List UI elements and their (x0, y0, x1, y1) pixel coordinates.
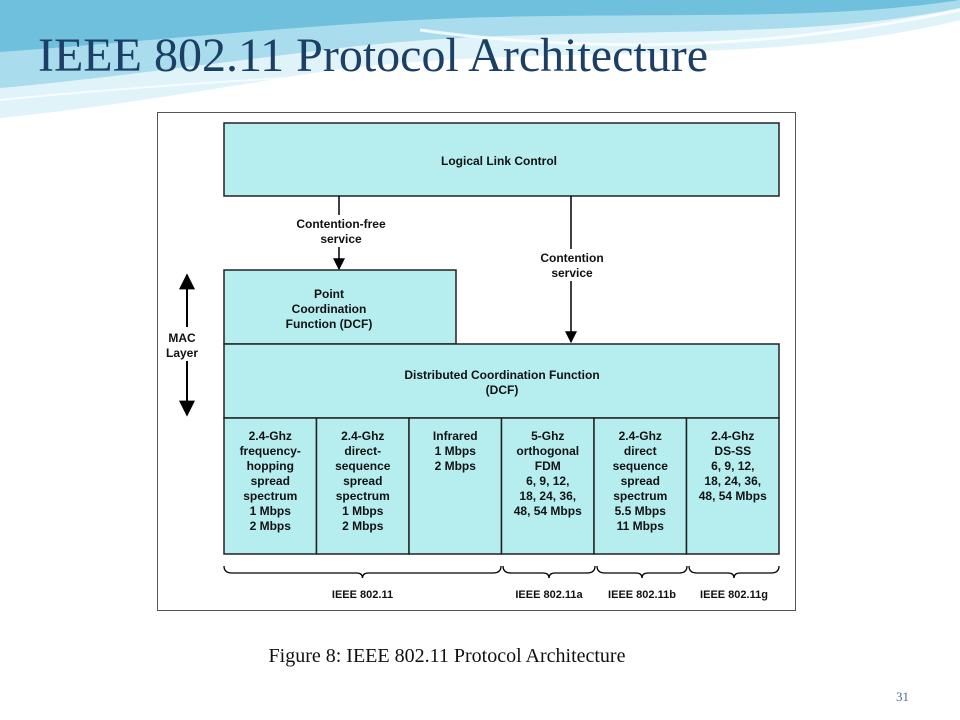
label-line: 48, 54 Mbps (514, 504, 582, 518)
label-line: orthogonal (516, 444, 579, 458)
standard-brace (223, 565, 502, 579)
phy-box (315, 417, 410, 555)
label-line: direct- (344, 444, 381, 458)
phy-box (408, 417, 503, 555)
phy-box (593, 417, 688, 555)
label-line: spread (621, 474, 660, 488)
standard-brace (596, 565, 688, 579)
label-line: Coordination (292, 302, 367, 316)
standards-braces: IEEE 802.11 IEEE 802.11a IEEE 802.11b IEEE … (223, 565, 780, 601)
label-line: Infrared (433, 429, 478, 443)
header-wave-decoration (0, 0, 960, 118)
llc-box (223, 122, 780, 197)
standard-label: IEEE 802.11 (332, 589, 393, 601)
label-line: 11 Mbps (617, 519, 665, 533)
label-line: hopping (247, 459, 294, 473)
label-line: 18, 24, 36, (519, 489, 576, 503)
label-line: 48, 54 Mbps (699, 489, 767, 503)
label-line: sequence (335, 459, 391, 473)
label-line: 6, 9, 12, (526, 474, 569, 488)
llc-label: Logical Link Control (441, 154, 557, 168)
figure-caption: Figure 8: IEEE 802.11 Protocol Architect… (0, 645, 960, 668)
label-line: frequency- (240, 444, 301, 458)
label-line: 1 Mbps (435, 444, 477, 458)
phy-box (685, 417, 780, 555)
label-line: spread (343, 474, 382, 488)
label-line: 2.4-Ghz (711, 429, 754, 443)
label-line: Contention (540, 251, 603, 265)
page-number: 31 (896, 689, 909, 704)
label-line: service (551, 266, 593, 280)
label-line: MAC (168, 331, 196, 345)
label-line: spectrum (243, 489, 297, 503)
label-line: 5-Ghz (531, 429, 564, 443)
label-line: (DCF) (486, 383, 519, 397)
label-line: 2 Mbps (250, 519, 292, 533)
label-line: 1 Mbps (250, 504, 292, 518)
standard-brace (502, 565, 596, 579)
label-line: 18, 24, 36, (704, 474, 761, 488)
label-line: spread (251, 474, 290, 488)
slide-title: IEEE 802.11 Protocol Architecture (38, 29, 709, 82)
pcf-box (223, 269, 457, 345)
label-line: service (320, 232, 362, 246)
label-line: FDM (535, 459, 561, 473)
label-line: DS-SS (714, 444, 751, 458)
standard-label: IEEE 802.11g (700, 589, 768, 601)
label-line: 2.4-Ghz (619, 429, 662, 443)
figure-caption-text: Figure 8: IEEE 802.11 Protocol Architect… (268, 645, 626, 667)
label-line: Contention-free (296, 217, 386, 231)
label-line: 2 Mbps (342, 519, 384, 533)
label-line: spectrum (336, 489, 390, 503)
label-line: 2 Mbps (435, 459, 477, 473)
label-line: Distributed Coordination Function (404, 368, 599, 382)
standard-brace (688, 565, 780, 579)
label-line: Function (DCF) (286, 317, 373, 331)
label-line: direct (624, 444, 657, 458)
phy-box (223, 417, 318, 555)
label-line: 6, 9, 12, (711, 459, 754, 473)
label-line: spectrum (613, 489, 667, 503)
dcf-label: Distributed Coordination Function(DCF) (404, 368, 599, 397)
label-line: 1 Mbps (342, 504, 384, 518)
standard-label: IEEE 802.11a (515, 589, 583, 601)
label-line: Point (314, 287, 344, 301)
label-line: 5.5 Mbps (615, 504, 667, 518)
standard-label: IEEE 802.11b (608, 589, 676, 601)
label-line: Layer (166, 346, 198, 360)
label-line: 2.4-Ghz (249, 429, 292, 443)
phy-box (500, 417, 595, 555)
label-line: sequence (613, 459, 669, 473)
label-line: 2.4-Ghz (341, 429, 384, 443)
label-line: Logical Link Control (441, 154, 557, 168)
